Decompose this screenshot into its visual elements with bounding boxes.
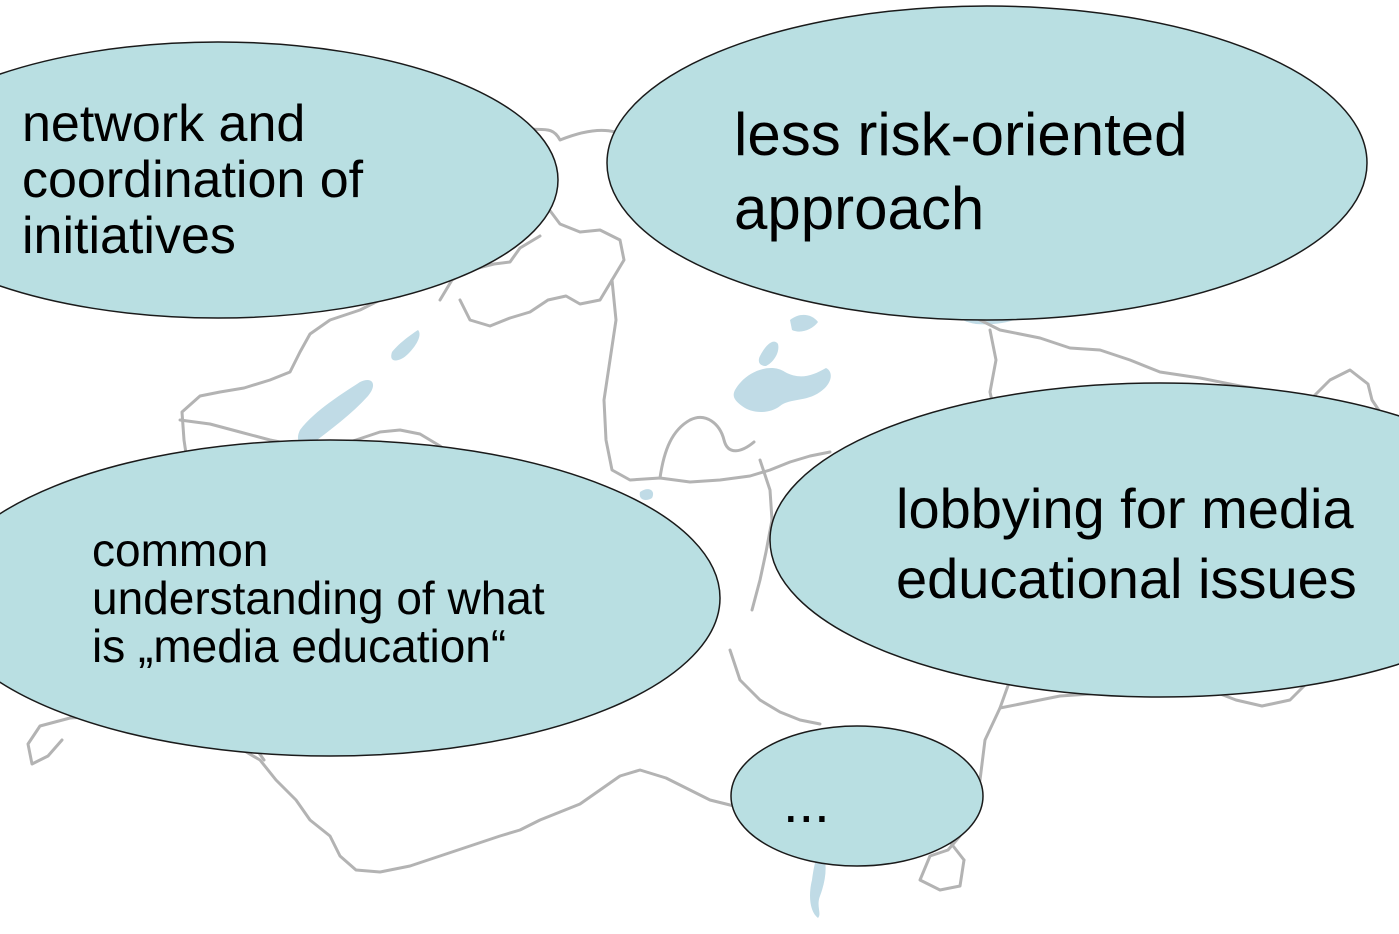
canton-borders-central-2: [658, 416, 756, 480]
lake-zug: [758, 341, 779, 366]
lake-maggiore: [810, 850, 826, 918]
country-outline-east-south: [918, 638, 1398, 892]
lake-lucerne: [733, 368, 831, 412]
lake-biel: [391, 330, 420, 361]
bubble-common-text: common understanding of what is „media e…: [92, 524, 545, 672]
canton-borders-south: [728, 648, 822, 726]
bubble-risk-text: less risk-oriented approach: [734, 101, 1188, 242]
bubble-common: [0, 439, 721, 757]
bubble-network-text: network and coordination of initiatives: [22, 95, 364, 265]
bubbles-layer: [0, 5, 1399, 867]
bubble-more: [730, 725, 984, 867]
lake-small: [639, 489, 654, 500]
canton-borders-north: [458, 206, 626, 328]
bubble-lobbying: [769, 382, 1399, 698]
bubble-risk: [606, 5, 1368, 321]
bubble-more-text: ...: [783, 771, 830, 834]
lake-neuchatel: [297, 379, 374, 447]
canton-borders-central-3: [750, 458, 774, 612]
lake-zurich: [790, 314, 818, 332]
bubble-lobbying-text: lobbying for media educational issues: [896, 477, 1357, 610]
bubble-network: [0, 41, 559, 319]
